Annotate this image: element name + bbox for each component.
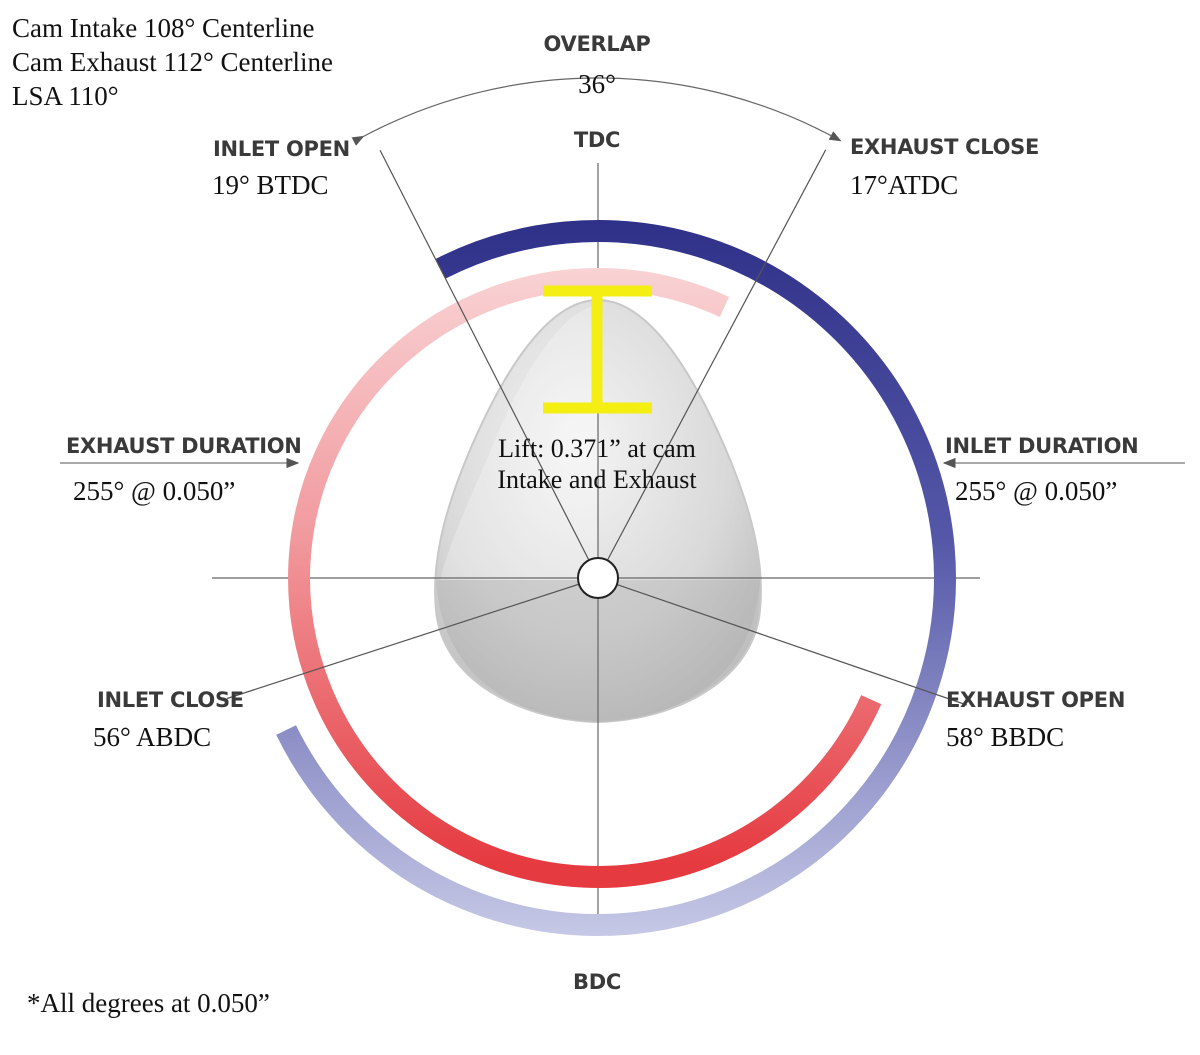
overlap-dimension-arc xyxy=(351,77,842,146)
inlet-duration-value: 255° @ 0.050” xyxy=(955,476,1117,506)
bdc-label: BDC xyxy=(573,970,621,994)
overlap-value: 36° xyxy=(578,69,616,99)
footnote: *All degrees at 0.050” xyxy=(27,988,270,1018)
exhaust-open-label: EXHAUST OPEN xyxy=(946,688,1125,712)
exhaust-open-value: 58° BBDC xyxy=(946,722,1064,752)
inlet-close-label: INLET CLOSE xyxy=(97,688,244,712)
exhaust-duration-label: EXHAUST DURATION xyxy=(66,434,302,458)
lift-marker xyxy=(543,285,652,414)
lift-text-line2: Intake and Exhaust xyxy=(497,465,697,494)
exhaust-duration-arc xyxy=(288,267,882,888)
inlet-close-line xyxy=(226,577,599,700)
exhaust-open-line xyxy=(597,577,967,706)
exhaust-centerline-text: Cam Exhaust 112° Centerline xyxy=(12,47,333,77)
intake-duration-arc xyxy=(276,220,956,936)
lsa-text: LSA 110° xyxy=(12,81,119,111)
exhaust-duration-value: 255° @ 0.050” xyxy=(73,476,235,506)
exhaust-close-label: EXHAUST CLOSE xyxy=(850,135,1039,159)
inlet-duration-label: INLET DURATION xyxy=(945,434,1138,458)
inlet-open-line xyxy=(379,150,599,579)
inlet-close-value: 56° ABDC xyxy=(93,722,211,752)
inlet-open-label: INLET OPEN xyxy=(213,137,350,161)
overlap-label: OVERLAP xyxy=(544,32,651,56)
tdc-label: TDC xyxy=(574,128,620,152)
inlet-open-value: 19° BTDC xyxy=(212,170,329,200)
exhaust-close-value: 17°ATDC xyxy=(850,170,958,200)
cam-center-circle xyxy=(577,557,619,599)
intake-centerline-text: Cam Intake 108° Centerline xyxy=(12,13,314,43)
lift-text-line1: Lift: 0.371” at cam xyxy=(498,434,696,463)
exhaust-close-line xyxy=(597,149,827,579)
